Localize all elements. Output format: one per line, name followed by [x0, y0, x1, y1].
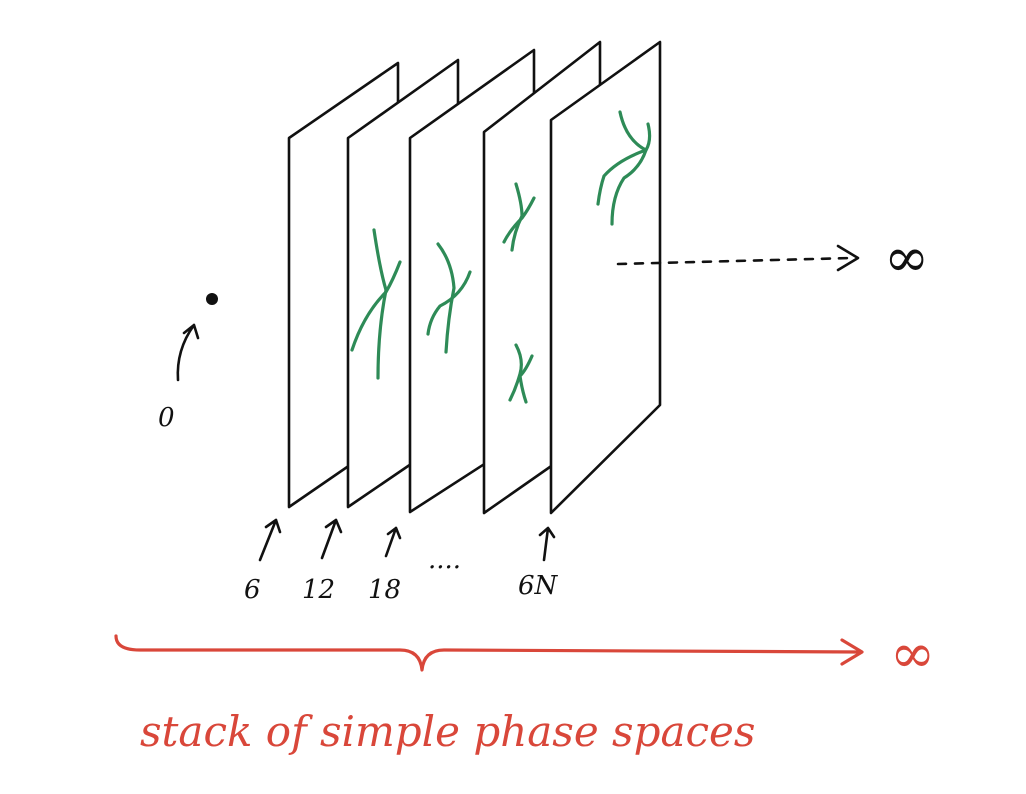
phase-curves: [350, 110, 652, 404]
infinity-symbol-bottom: ∞: [890, 622, 935, 685]
origin-label: 0: [158, 403, 175, 433]
layer-label-6n: 6N: [518, 571, 559, 601]
curve-plane-3a: [436, 242, 456, 354]
layer-indices: 6 12 18 .... 6N: [244, 518, 559, 605]
infinity-symbol-top: ∞: [884, 226, 929, 289]
layer-ellipsis: ....: [428, 545, 461, 575]
curve-plane-5a: [610, 110, 648, 226]
plane-stack: [287, 40, 662, 515]
dotted-arrow-line: [616, 256, 854, 266]
red-brace-arrow: [114, 634, 862, 672]
layer-arrow-6n: [538, 526, 556, 562]
layer-label-18: 18: [368, 575, 401, 605]
caption: stack of simple phase spaces: [140, 707, 755, 756]
origin-arrow: [176, 323, 200, 382]
origin-point: [206, 293, 218, 305]
curve-plane-4d: [518, 354, 534, 404]
plane-5: [549, 40, 662, 515]
layer-arrow-6: [258, 518, 282, 562]
red-arrow-head: [840, 638, 864, 666]
curve-plane-5b: [596, 122, 652, 206]
layer-arrow-18: [384, 526, 402, 558]
dotted-arrow-head: [836, 244, 860, 272]
curve-plane-3b: [426, 270, 472, 336]
curve-plane-2b: [350, 260, 402, 352]
curve-plane-4b: [502, 196, 536, 244]
layer-arrow-12: [320, 518, 343, 560]
layer-label-6: 6: [244, 575, 261, 605]
layer-label-12: 12: [302, 575, 335, 605]
